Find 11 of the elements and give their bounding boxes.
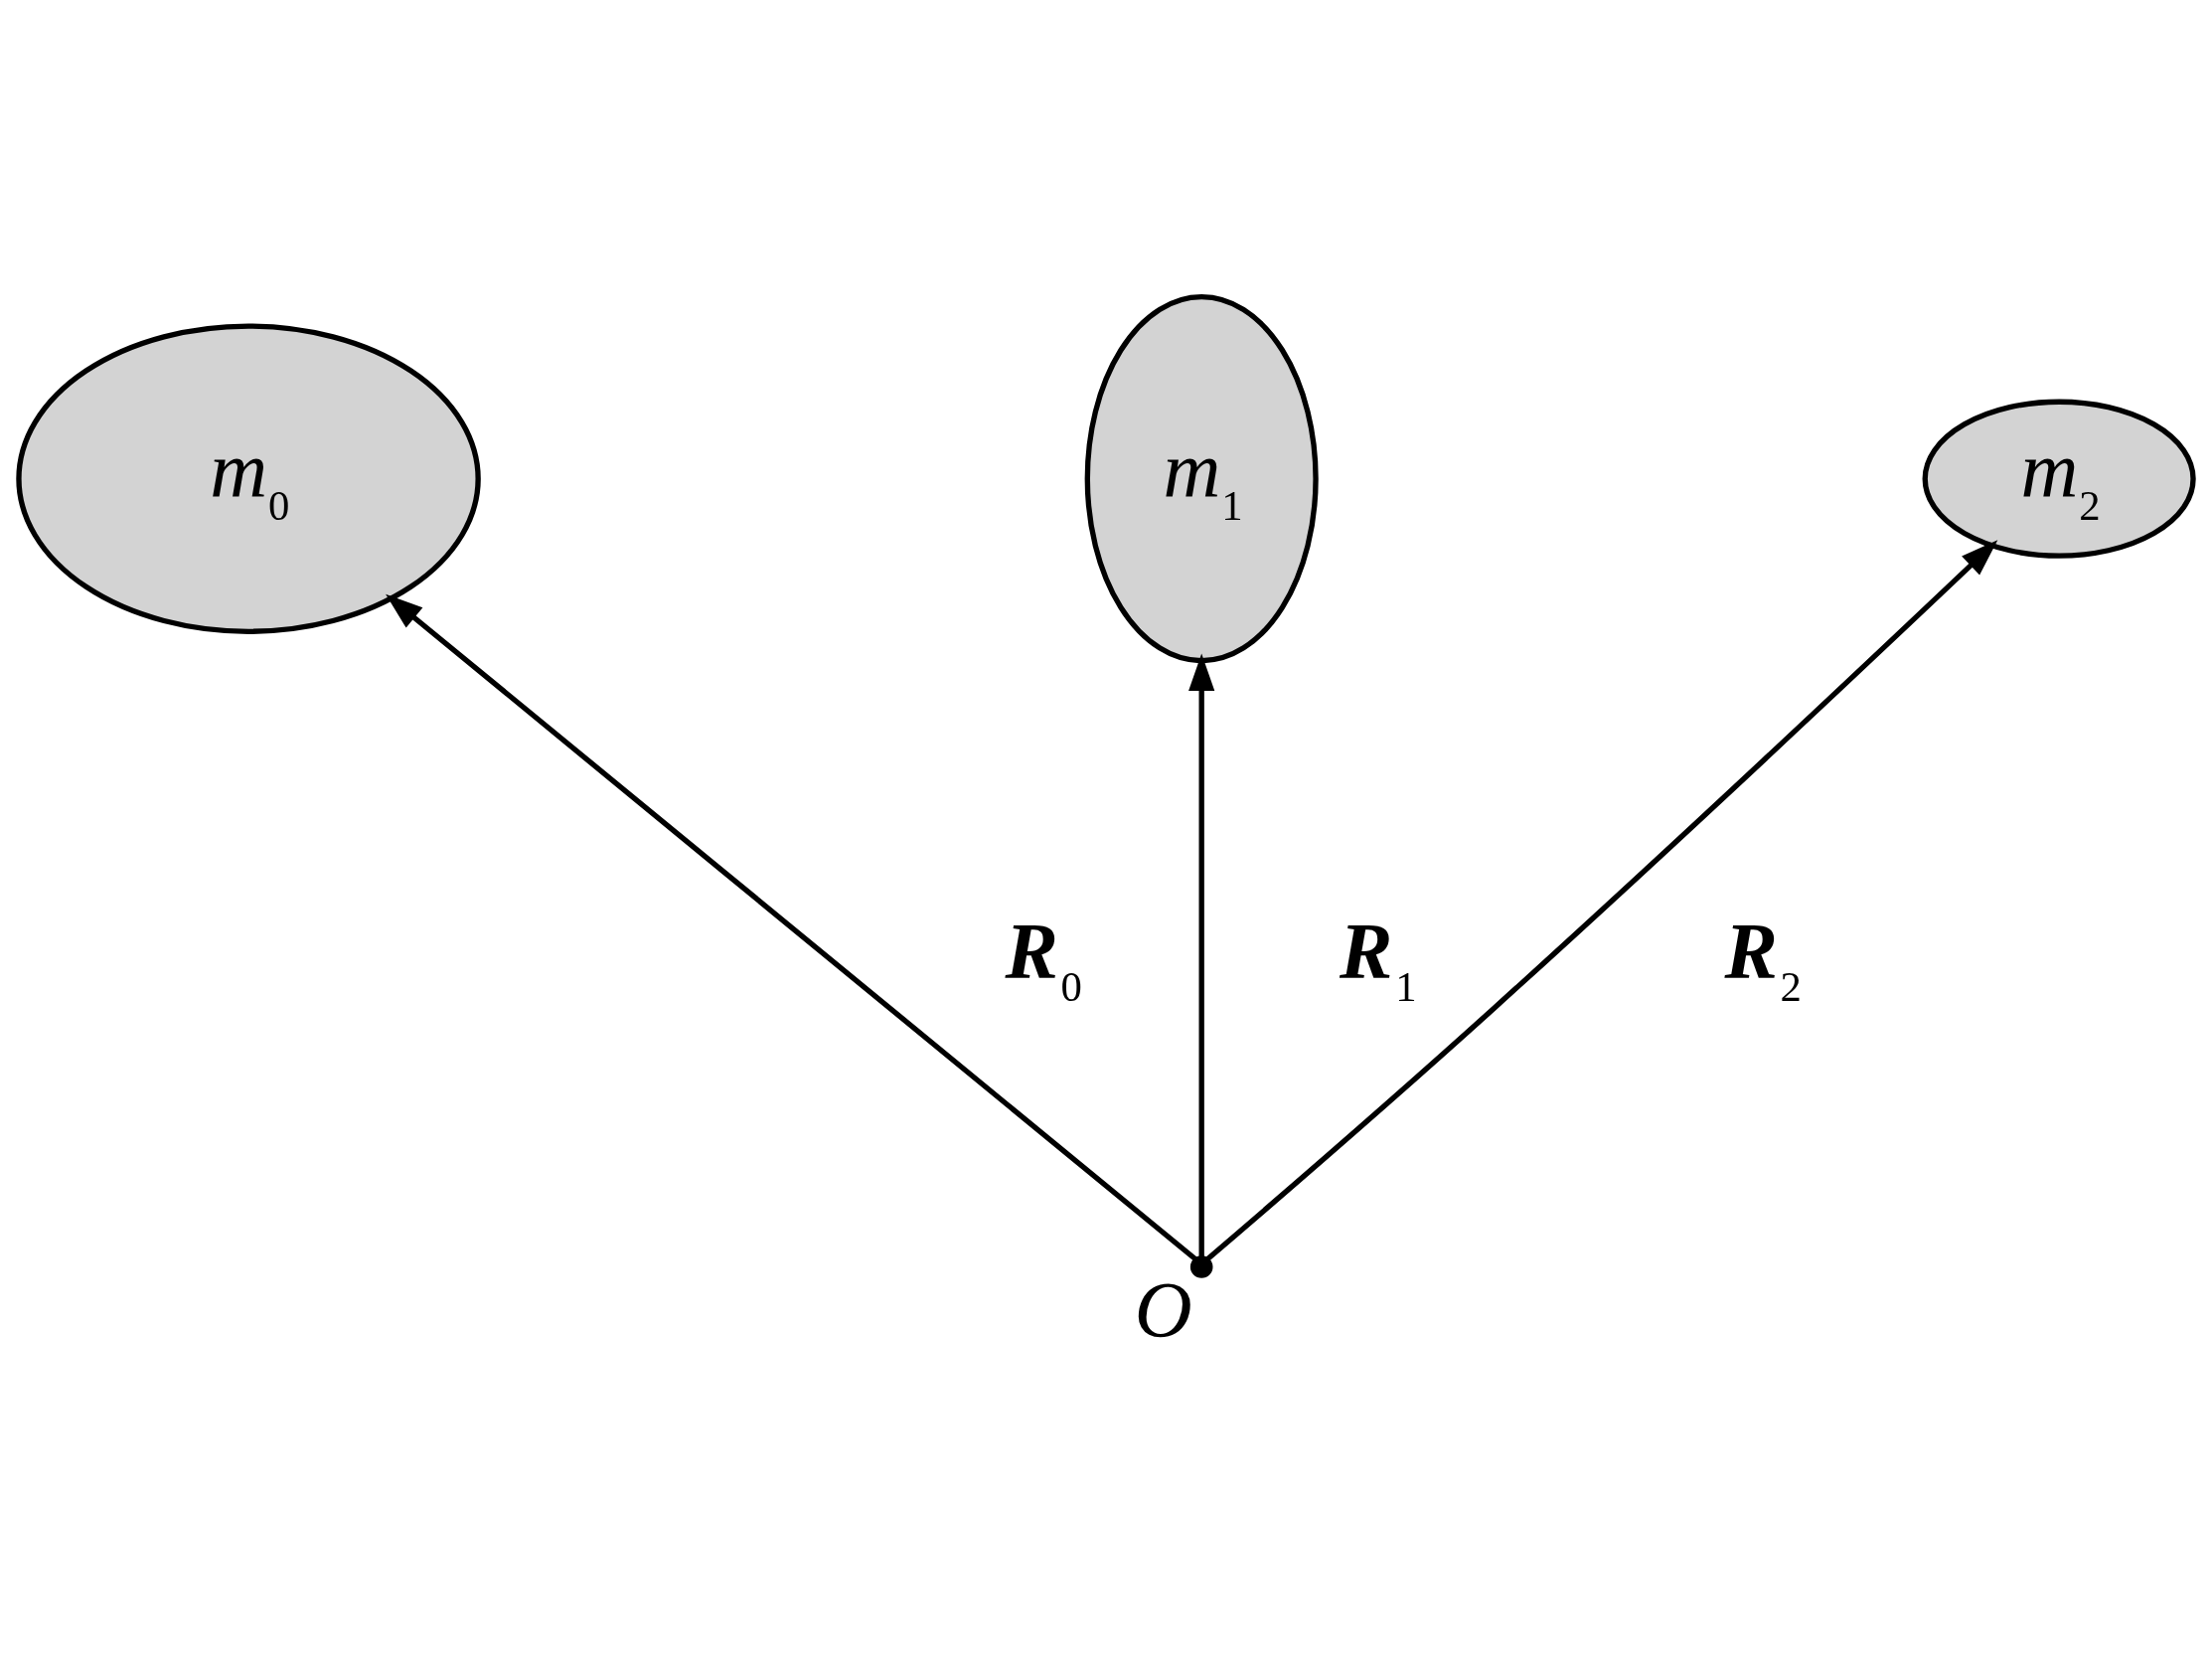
edge-label: R$_{2}$ xyxy=(1724,907,1802,1010)
node-ellipse: m$_{2}$ xyxy=(1922,399,2196,559)
edge-label: R$_{0}$ xyxy=(1005,907,1082,1010)
node-label: O xyxy=(1134,1265,1192,1354)
node-circle xyxy=(1189,1254,1213,1278)
arrow xyxy=(1188,653,1215,1257)
arrow xyxy=(386,593,1197,1261)
edge-label: R$_{1}$ xyxy=(1340,907,1417,1010)
node-ellipse: m$_{0}$ xyxy=(16,322,481,634)
arrow xyxy=(1205,539,1998,1261)
node-ellipse: m$_{1}$ xyxy=(1084,293,1319,663)
